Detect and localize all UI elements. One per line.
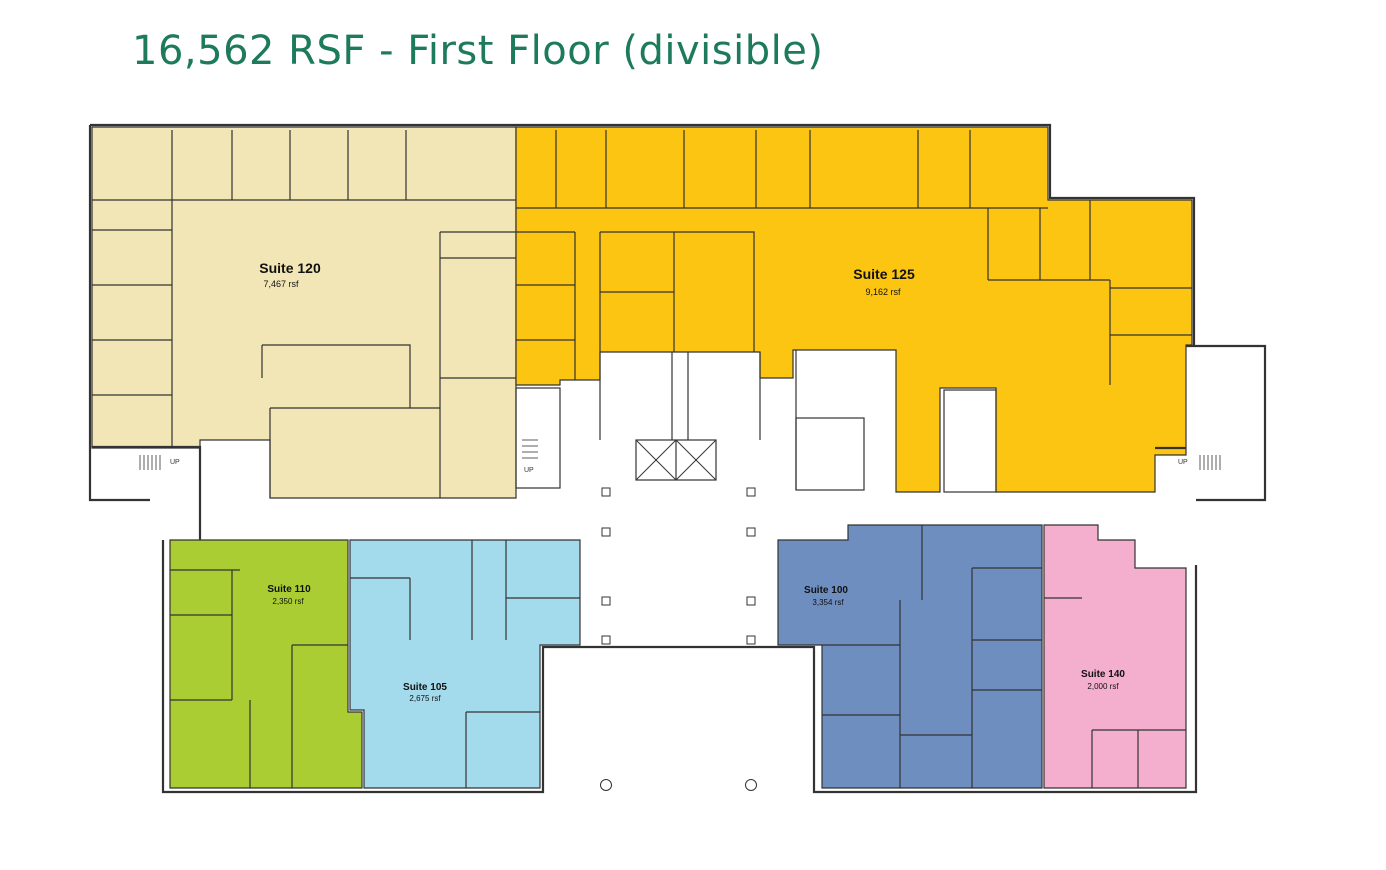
suite-125-label: Suite 125 9,162 rsf [853, 266, 915, 297]
suite-100-area[interactable] [777, 524, 1043, 789]
suite-140-label: Suite 140 2,000 rsf [1081, 669, 1125, 691]
building-outline [88, 123, 1267, 794]
suite-105-area[interactable] [349, 539, 581, 789]
suite-140-name: Suite 140 [1081, 669, 1125, 680]
suite-100-label: Suite 100 3,354 rsf [804, 585, 848, 607]
suite-120-label: Suite 120 7,467 rsf [259, 260, 321, 289]
suite-140-area[interactable] [1043, 524, 1187, 789]
suite-100-rsf: 3,354 rsf [812, 598, 844, 607]
suite-120-area[interactable] [91, 126, 517, 499]
stair-core: UP [522, 439, 538, 474]
suite-110-name: Suite 110 [267, 584, 311, 595]
suite-100-name: Suite 100 [804, 585, 848, 596]
suite-110-area[interactable] [169, 539, 363, 789]
stair-left: UP [139, 455, 180, 470]
suite-105-label: Suite 105 2,675 rsf [403, 682, 447, 703]
suite-110-rsf: 2,350 rsf [272, 597, 304, 606]
stair-right: UP [1178, 455, 1221, 470]
suite-120-rsf: 7,467 rsf [263, 279, 299, 289]
suite-120-name: Suite 120 [259, 260, 321, 276]
suite-105-name: Suite 105 [403, 682, 447, 693]
stair-up-label-left: UP [170, 459, 180, 466]
suite-110-label: Suite 110 2,350 rsf [267, 584, 311, 606]
suite-125-name: Suite 125 [853, 266, 915, 282]
suite-105-rsf: 2,675 rsf [409, 694, 441, 703]
structural-columns [600, 487, 757, 791]
stair-up-label-core: UP [524, 467, 534, 474]
suite-125-rsf: 9,162 rsf [865, 287, 901, 297]
elevators [635, 439, 717, 481]
suite-140-rsf: 2,000 rsf [1087, 682, 1119, 691]
suite-125-area[interactable] [515, 126, 1193, 493]
page-title: 16,562 RSF - First Floor (divisible) [132, 28, 824, 74]
stair-up-label-right: UP [1178, 459, 1188, 466]
interior-walls [92, 130, 1192, 788]
